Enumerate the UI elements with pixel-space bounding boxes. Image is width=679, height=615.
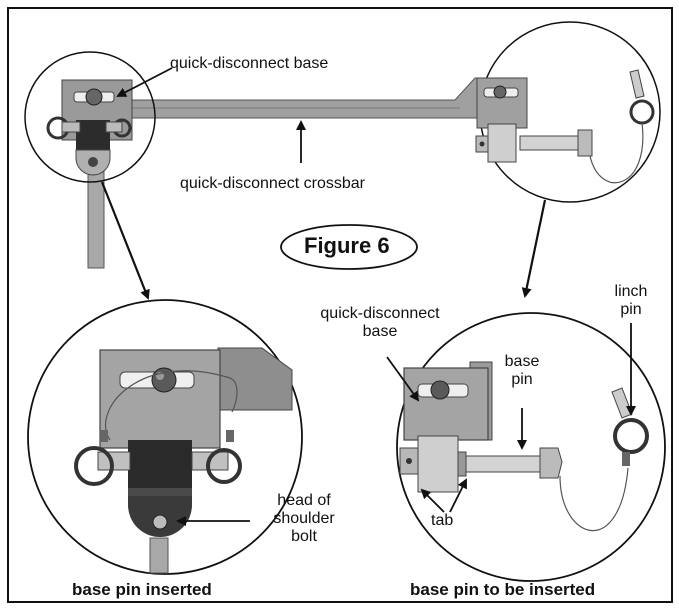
outer-frame — [7, 7, 673, 603]
caption-right: base pin to be inserted — [410, 580, 596, 599]
label-qd-base-right: quick-disconnect base — [300, 305, 460, 341]
pointer-tab-right — [449, 478, 467, 513]
label-head-line2: shoulder — [273, 510, 335, 527]
label-base-pin-line2: pin — [511, 371, 533, 388]
crossbar-bar — [124, 77, 501, 119]
arrow-to-right-detail — [521, 199, 547, 298]
label-linch-pin: linch pin — [606, 283, 656, 319]
label-qd-base-right-line1: quick-disconnect — [320, 305, 440, 322]
top-right-detail-circle — [475, 21, 661, 203]
label-base-pin-line1: base — [504, 353, 540, 370]
label-linch-pin-line1: linch — [614, 283, 648, 300]
left-detail-base-pin-inserted — [27, 299, 303, 575]
pointer-qd-base-top — [116, 67, 173, 97]
label-tab: tab — [431, 512, 454, 529]
label-head-line1: head of — [277, 492, 331, 509]
label-qd-base-right-line2: base — [362, 323, 398, 340]
figure-label-oval — [280, 224, 418, 270]
arrow-to-left-detail — [100, 181, 150, 300]
label-head-line3: bolt — [291, 528, 317, 545]
label-linch-pin-line2: pin — [620, 301, 642, 318]
label-base-pin: base pin — [494, 353, 550, 389]
caption-left: base pin inserted — [72, 580, 212, 599]
top-left-detail-circle — [24, 51, 156, 183]
label-qd-crossbar: quick-disconnect crossbar — [180, 175, 365, 192]
figure-label: Figure 6 — [304, 233, 390, 258]
label-head-of-shoulder-bolt: head of shoulder bolt — [264, 492, 344, 546]
pointer-qd-base-right — [386, 356, 420, 402]
pointer-tab-left — [420, 488, 445, 513]
label-qd-base-top: quick-disconnect base — [170, 55, 329, 72]
